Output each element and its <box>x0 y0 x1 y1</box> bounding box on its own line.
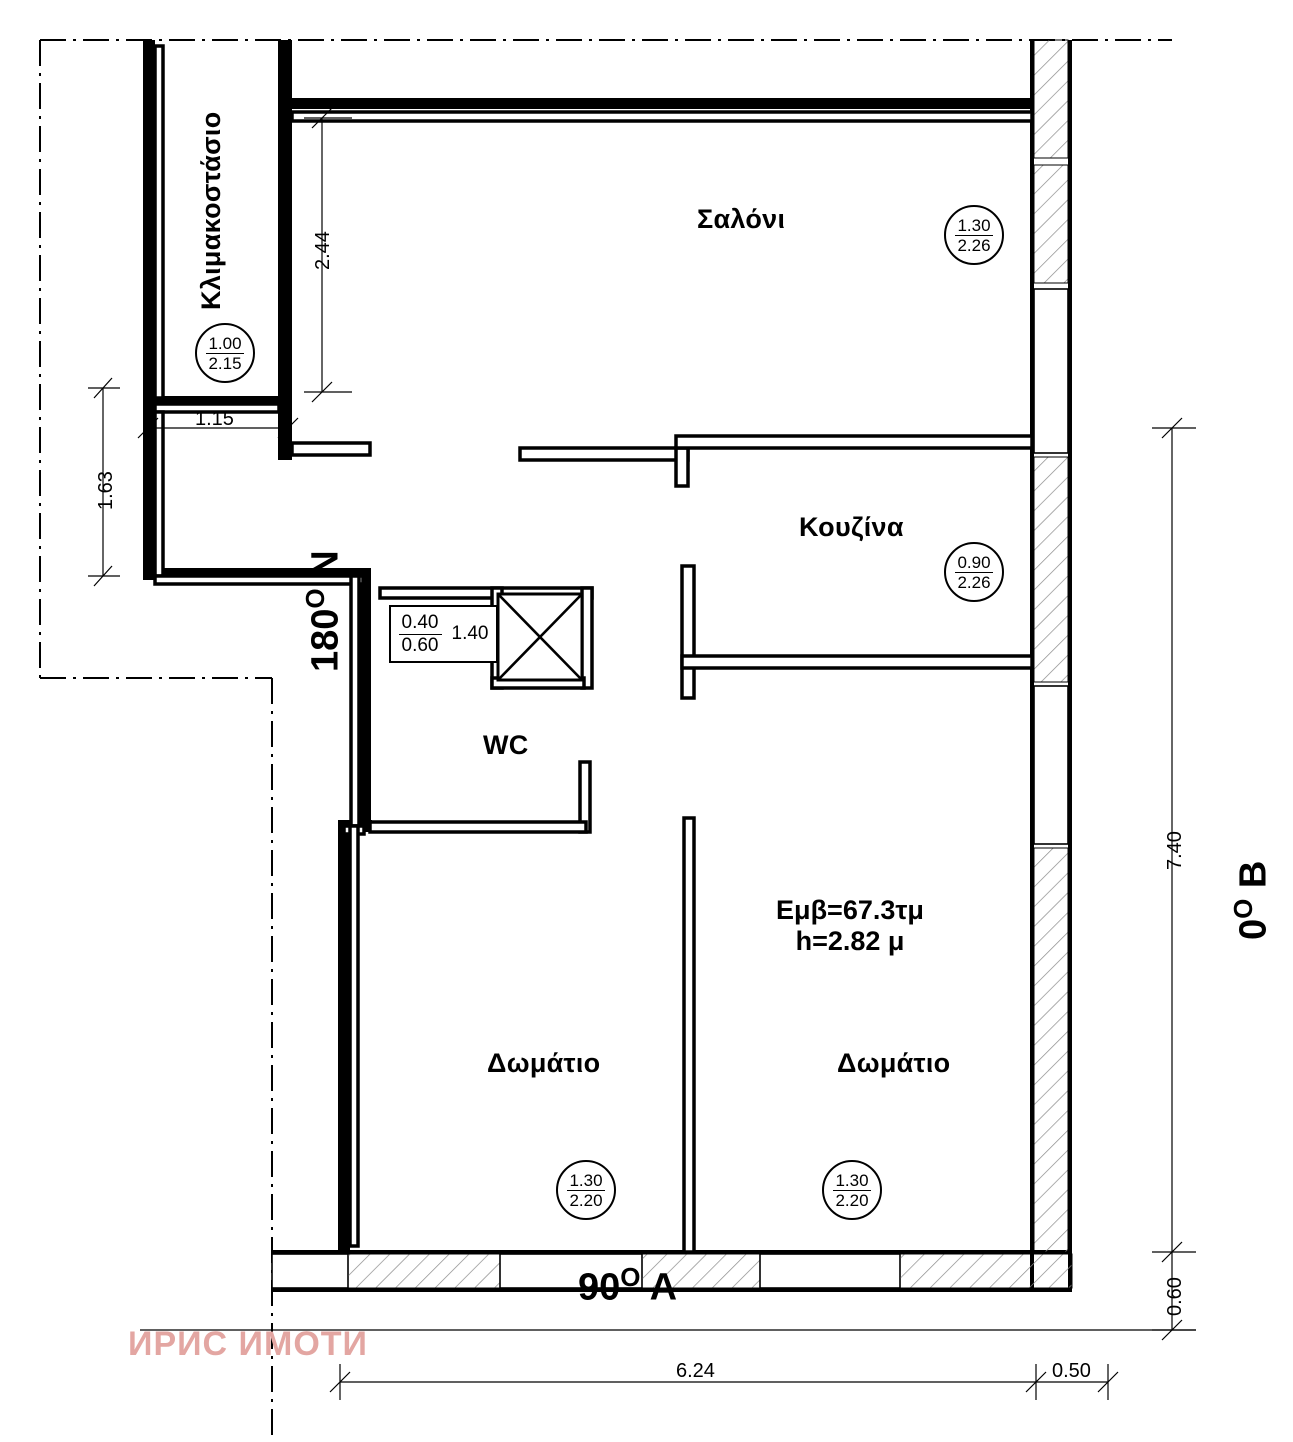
area-value: Εμβ=67.3τμ <box>776 895 924 925</box>
room-label-wc: WC <box>483 730 529 760</box>
opening-marker-bedroom2-window: 1.30 2.20 <box>822 1160 882 1220</box>
orientation-south: 90O A <box>578 1262 677 1310</box>
orientation-south-letter: A <box>649 1266 678 1309</box>
degree-symbol: O <box>1228 898 1258 919</box>
orientation-east-letter: B <box>1232 860 1275 889</box>
shaft-dimensions-fraction: 0.40 0.60 <box>398 612 442 656</box>
orientation-north-letter: N <box>304 550 347 578</box>
dimension-6-24: 6.24 <box>676 1360 715 1382</box>
room-label-bedroom-1: Δωμάτιο <box>487 1048 601 1078</box>
opening-height: 2.20 <box>835 1190 869 1210</box>
opening-marker-kitchen-window: 0.90 2.26 <box>944 542 1004 602</box>
dimension-0-60: 0.60 <box>1164 1277 1186 1316</box>
shaft-width: 0.40 <box>398 612 442 635</box>
dimension-2-44: 2.44 <box>312 231 334 270</box>
opening-height: 2.26 <box>957 235 991 255</box>
opening-width: 1.30 <box>955 215 993 236</box>
orientation-east-degrees: 0 <box>1232 918 1275 940</box>
opening-height: 2.26 <box>957 572 991 592</box>
dimension-0-50: 0.50 <box>1052 1360 1091 1382</box>
dimension-1-15: 1.15 <box>195 408 234 430</box>
room-label-stairwell: Κλιμακοστάσιο <box>196 111 226 310</box>
opening-height: 2.20 <box>569 1190 603 1210</box>
opening-width: 1.30 <box>567 1170 605 1191</box>
ceiling-height-value: h=2.82 μ <box>795 926 905 956</box>
shaft-label-box: 0.40 0.60 1.40 <box>389 605 498 663</box>
shaft-depth: 1.40 <box>451 623 489 644</box>
opening-width: 1.30 <box>833 1170 871 1191</box>
opening-marker-bedroom1-window: 1.30 2.20 <box>556 1160 616 1220</box>
dimension-lines <box>88 107 1196 1400</box>
opening-width: 1.00 <box>206 333 244 354</box>
degree-symbol: O <box>620 1262 641 1292</box>
room-label-bedroom-2: Δωμάτιο <box>837 1048 951 1078</box>
watermark: ИРИС ИМОТИ <box>128 1325 368 1363</box>
bottom-wall-segments <box>271 1253 1073 1289</box>
dimension-1-63: 1.63 <box>95 471 117 510</box>
shaft-height: 0.60 <box>401 634 439 656</box>
orientation-north: 180O N <box>300 550 348 672</box>
room-label-living: Σαλόνι <box>697 204 786 234</box>
room-label-kitchen: Κουζίνα <box>799 512 904 542</box>
opening-width: 0.90 <box>955 552 993 573</box>
orientation-north-degrees: 180 <box>304 608 347 672</box>
opening-marker-living-window: 1.30 2.26 <box>944 205 1004 265</box>
orientation-south-degrees: 90 <box>578 1266 621 1309</box>
opening-height: 2.15 <box>208 353 242 373</box>
degree-symbol: O <box>300 588 330 609</box>
ventilation-shaft <box>496 592 584 682</box>
area-note: Εμβ=67.3τμ h=2.82 μ <box>750 895 950 957</box>
orientation-east: 0O B <box>1228 861 1276 940</box>
interior-partitions <box>153 44 1034 1254</box>
dimension-7-40: 7.40 <box>1164 831 1186 870</box>
property-boundary-lines <box>39 39 1172 1440</box>
opening-marker-stair-door: 1.00 2.15 <box>195 323 255 383</box>
right-wall-segments <box>1033 39 1069 1253</box>
